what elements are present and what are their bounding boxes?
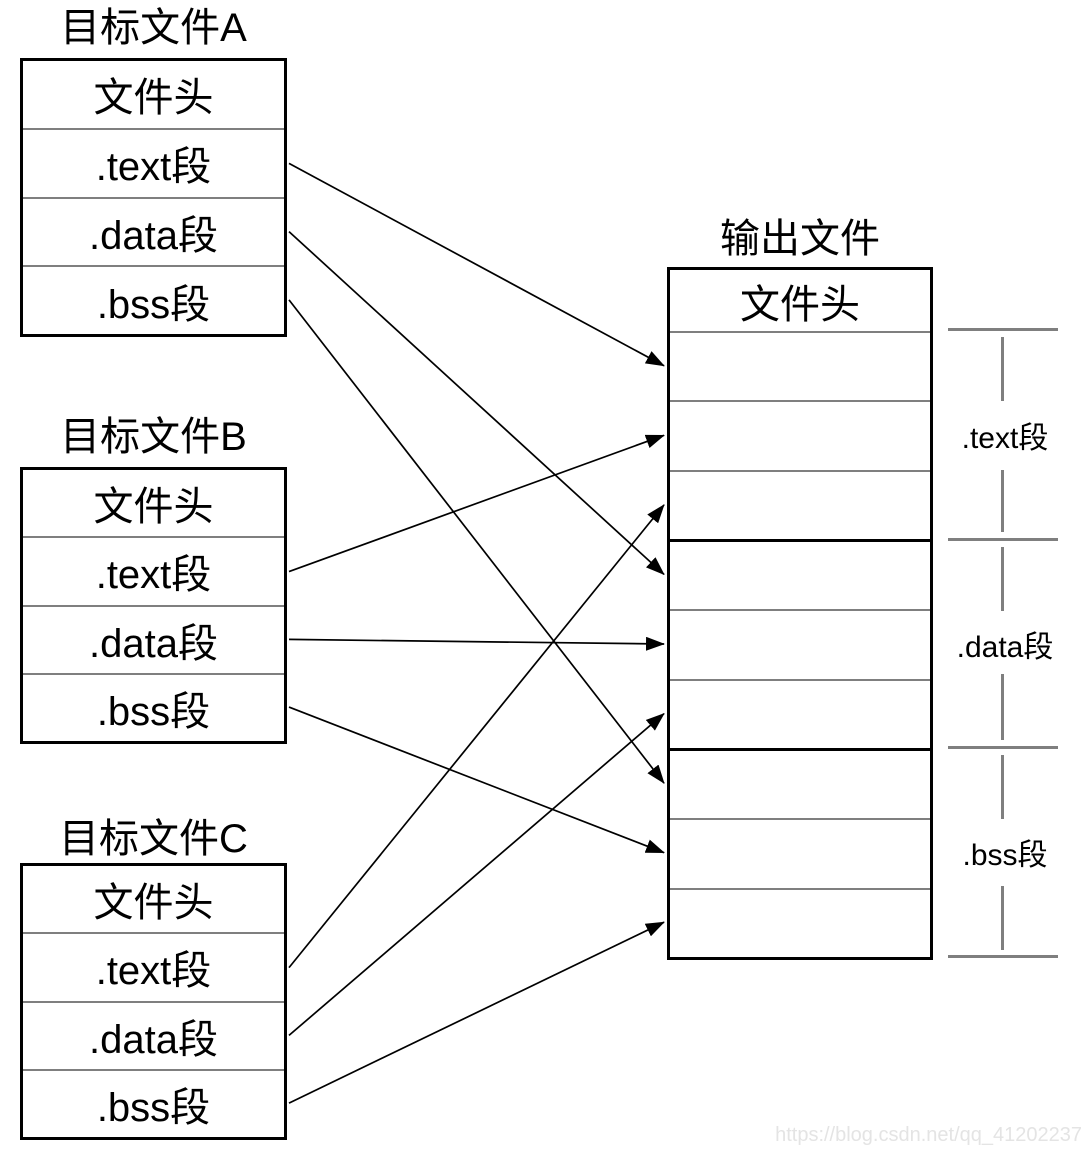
- file-header-row: 文件头: [93, 76, 214, 121]
- bracket-dash: [1001, 337, 1004, 401]
- text-section-row: .text段: [23, 127, 284, 197]
- output-empty-row: [670, 678, 930, 748]
- bss-section-row: .bss段: [23, 672, 284, 741]
- object-file-a-title: 目标文件A: [60, 6, 247, 50]
- bss-segment-label: .bss段: [943, 830, 1067, 874]
- text-section-row: .text段: [23, 536, 284, 604]
- section-mapping-arrow: [288, 706, 665, 854]
- output-empty-row: [670, 331, 930, 400]
- data-section-row: .data段: [23, 604, 284, 673]
- output-empty-row: [670, 469, 930, 539]
- section-mapping-arrow: [288, 712, 665, 1037]
- bracket-dash: [1001, 886, 1004, 950]
- section-mapping-arrow: [288, 921, 665, 1104]
- file-header-row: 文件头: [740, 282, 860, 327]
- bracket-dash: [1001, 674, 1004, 740]
- output-empty-row: [670, 818, 930, 887]
- section-mapping-arrow: [288, 162, 665, 367]
- bracket-dash: [1001, 755, 1004, 819]
- section-mapping-arrow: [288, 230, 665, 576]
- bracket-dash: [1001, 547, 1004, 611]
- output-empty-row: [670, 887, 930, 957]
- output-empty-row: [670, 400, 930, 469]
- output-file-title: 输出文件: [720, 217, 880, 261]
- bss-section-row: .bss段: [23, 1068, 284, 1137]
- bracket-tick: [948, 955, 1058, 958]
- object-file-c-title: 目标文件C: [59, 817, 248, 861]
- output-empty-row: [670, 538, 930, 609]
- bracket-dash: [1001, 470, 1004, 532]
- file-header-row: 文件头: [93, 881, 214, 926]
- data-section-row: .data段: [23, 196, 284, 266]
- section-mapping-arrow: [288, 504, 665, 969]
- bracket-tick: [948, 538, 1058, 541]
- file-header-row: 文件头: [93, 485, 214, 530]
- output-file-box: 文件头: [667, 267, 933, 960]
- data-segment-label: .data段: [943, 622, 1067, 666]
- output-empty-row: [670, 609, 930, 678]
- data-section-row: .data段: [23, 1000, 284, 1069]
- watermark-text: https://blog.csdn.net/qq_41202237: [775, 1124, 1082, 1146]
- bracket-tick: [948, 746, 1058, 749]
- bss-section-row: .bss段: [23, 265, 284, 334]
- section-mapping-arrow: [288, 299, 665, 784]
- object-file-b-box: 文件头 .text段 .data段 .bss段: [20, 467, 287, 744]
- text-segment-label: .text段: [943, 413, 1067, 457]
- output-empty-row: [670, 747, 930, 818]
- object-file-b-title: 目标文件B: [60, 415, 247, 459]
- text-section-row: .text段: [23, 932, 284, 1000]
- object-file-c-box: 文件头 .text段 .data段 .bss段: [20, 863, 287, 1140]
- bracket-tick: [948, 328, 1058, 331]
- section-mapping-arrow: [288, 636, 665, 651]
- object-file-a-box: 文件头 .text段 .data段 .bss段: [20, 58, 287, 337]
- section-mapping-arrow: [288, 434, 665, 573]
